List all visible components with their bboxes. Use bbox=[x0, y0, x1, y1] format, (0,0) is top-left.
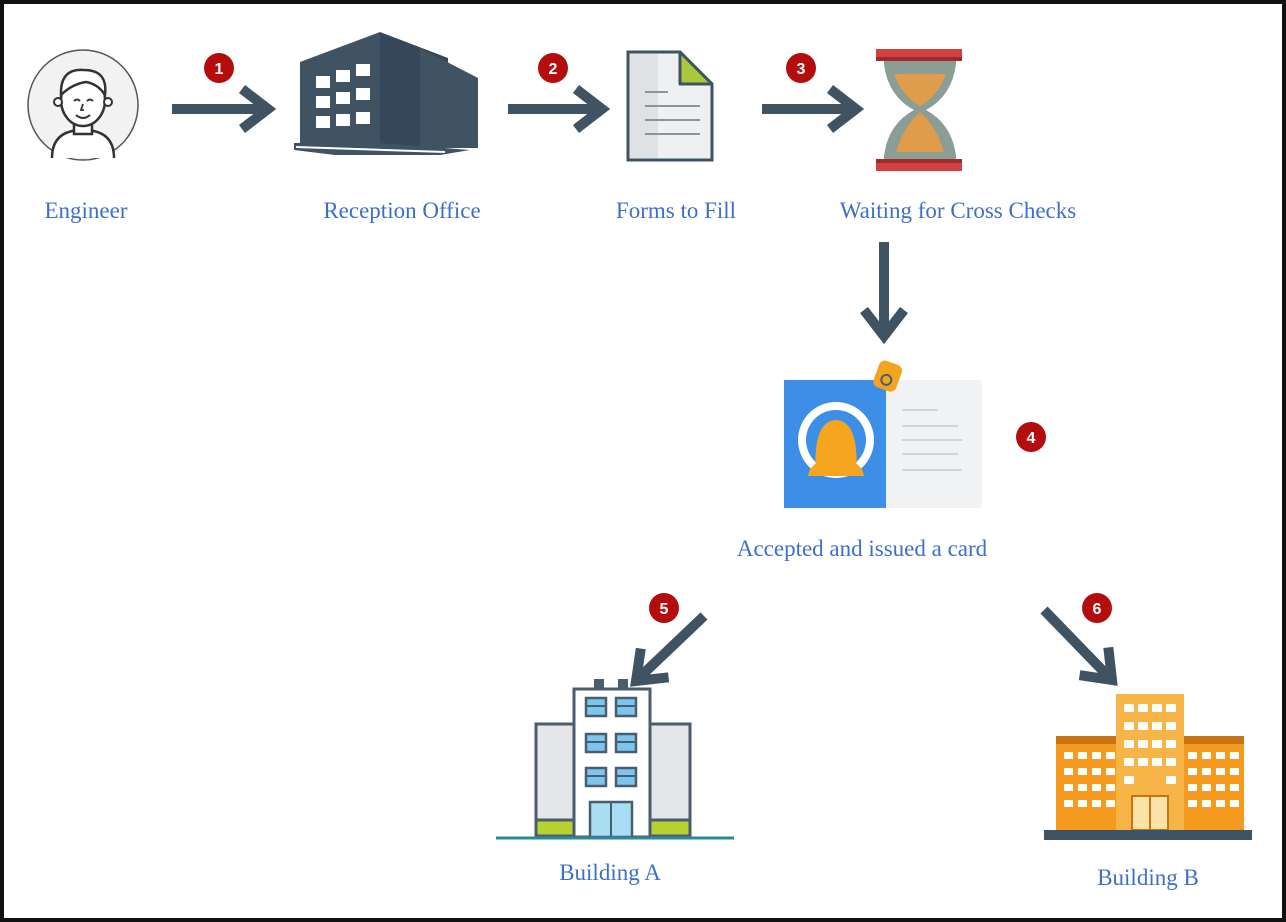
step-badge-1-number: 1 bbox=[215, 61, 224, 78]
building-b-icon bbox=[1044, 694, 1252, 840]
step-badge-3: 3 bbox=[786, 53, 816, 83]
step-badge-4-number: 4 bbox=[1027, 430, 1036, 447]
step-badge-2-number: 2 bbox=[549, 61, 558, 78]
step-badge-5: 5 bbox=[649, 593, 679, 623]
forms-to-fill-label: Forms to Fill bbox=[615, 198, 737, 223]
office-building-icon bbox=[294, 32, 478, 155]
document-icon bbox=[626, 50, 714, 162]
arrow-reception-to-forms bbox=[508, 89, 602, 129]
arrow-card-to-building-a bbox=[622, 612, 708, 695]
waiting-for-cross-checks-label: Waiting for Cross Checks bbox=[839, 198, 1077, 223]
building-a-label: Building A bbox=[559, 860, 661, 885]
engineer-avatar-icon bbox=[27, 49, 139, 161]
arrow-engineer-to-reception bbox=[172, 89, 268, 129]
accepted-and-issued-card-label: Accepted and issued a card bbox=[736, 536, 988, 561]
arrow-forms-to-waiting bbox=[762, 89, 856, 129]
step-badge-4: 4 bbox=[1016, 422, 1046, 452]
step-badge-1: 1 bbox=[204, 53, 234, 83]
arrow-card-to-building-b bbox=[1040, 606, 1126, 694]
arrow-waiting-to-card bbox=[864, 242, 904, 336]
hourglass-icon bbox=[876, 49, 962, 171]
step-badge-3-number: 3 bbox=[797, 61, 806, 78]
reception-office-label: Reception Office bbox=[323, 198, 481, 223]
step-badge-2: 2 bbox=[538, 53, 568, 83]
building-b-label: Building B bbox=[1097, 865, 1199, 890]
engineer-label: Engineer bbox=[44, 198, 128, 223]
building-a-icon bbox=[496, 679, 734, 840]
step-badge-6-number: 6 bbox=[1093, 601, 1102, 618]
step-badge-5-number: 5 bbox=[660, 601, 669, 618]
step-badge-6: 6 bbox=[1082, 593, 1112, 623]
id-card-icon bbox=[784, 360, 982, 508]
